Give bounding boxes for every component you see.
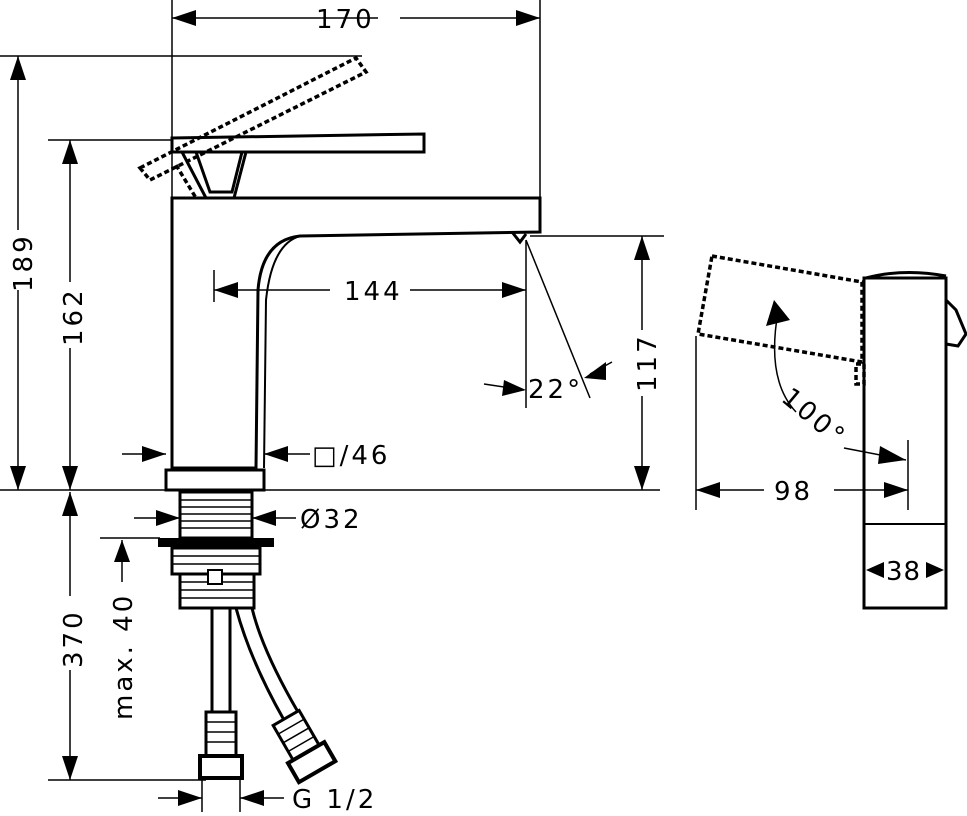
dim-label-46: □/46: [312, 441, 390, 471]
dim-height-117: 117: [633, 236, 663, 490]
dim-angle-22: 22°: [483, 361, 613, 405]
dim-width-170: 170: [172, 5, 540, 35]
dim-label-32: Ø32: [300, 505, 363, 535]
dim-height-162: 162: [59, 140, 89, 490]
extension-lines: [0, 0, 664, 812]
dim-label-170: 170: [316, 5, 375, 35]
dim-label-98: 98: [774, 477, 813, 507]
mounting-shank: [158, 490, 274, 610]
dim-max-40: max. 40: [109, 540, 139, 720]
supply-hoses: [198, 607, 339, 785]
lever-closed: [170, 132, 426, 199]
dim-height-189: 189: [9, 56, 39, 490]
lever-open-dashed: [137, 55, 369, 199]
dim-diameter-32: Ø32: [134, 505, 363, 535]
dim-square-46: □/46: [122, 441, 390, 471]
dim-label-g12: G 1/2: [292, 785, 377, 815]
dim-reach-144: 144: [213, 270, 526, 307]
dim-label-22: 22°: [528, 375, 583, 405]
dim-label-144: 144: [344, 277, 403, 307]
dim-label-100: 100°: [776, 382, 852, 453]
dim-label-370: 370: [59, 609, 89, 668]
dim-depth-370: 370: [59, 492, 89, 780]
dim-label-max40: max. 40: [109, 593, 139, 720]
dim-label-38: 38: [886, 557, 921, 587]
dim-connection-g12: G 1/2: [158, 785, 377, 815]
dim-label-189: 189: [9, 233, 39, 292]
dim-label-117: 117: [633, 333, 663, 392]
side-view: 100° 98 38: [695, 253, 967, 610]
dim-label-162: 162: [59, 287, 89, 346]
